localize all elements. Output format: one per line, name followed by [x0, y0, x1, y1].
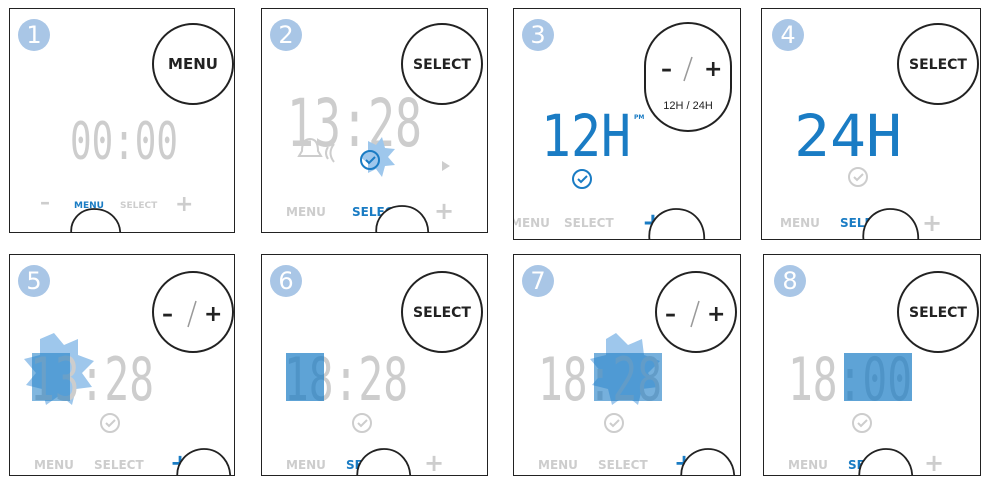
- plus-label: +: [204, 302, 222, 327]
- clock-display: 13:28: [287, 85, 422, 162]
- timer-icon: [849, 168, 867, 186]
- minus-label: –: [661, 57, 672, 82]
- step-number: 4: [780, 21, 795, 49]
- select-label: SELECT: [120, 201, 158, 211]
- play-icon: [442, 161, 450, 171]
- step-panel-3: 3 – + 12H / 24H 12H PM MENU SELECT +: [513, 8, 741, 240]
- plus-label: +: [424, 449, 444, 476]
- clock-display: 12H: [541, 102, 631, 170]
- minus-label: –: [40, 190, 50, 214]
- select-button-label: SELECT: [413, 305, 471, 321]
- step-number: 5: [26, 267, 41, 295]
- timer-icon: [353, 414, 371, 432]
- plus-label: +: [434, 197, 454, 225]
- step-panel-8: 8 SELECT 18:00 MENU SELECT +: [763, 254, 981, 476]
- plus-label: +: [175, 192, 193, 217]
- plus-label: +: [922, 209, 942, 237]
- plus-label: +: [924, 449, 944, 476]
- menu-label: MENU: [34, 458, 74, 472]
- finger-icon: [71, 209, 120, 233]
- step-number: 8: [782, 267, 797, 295]
- clock-display: 00:00: [70, 112, 178, 172]
- select-label: SELECT: [598, 458, 648, 472]
- menu-label: MENU: [780, 216, 820, 230]
- timer-icon: [605, 414, 623, 432]
- finger-icon: [357, 449, 410, 476]
- select-button-label: SELECT: [909, 305, 967, 321]
- step-panel-7: 7 – + 18:28 MENU SELECT +: [513, 254, 741, 476]
- step-panel-5: 5 – + 13:28 MENU SELECT +: [9, 254, 235, 476]
- step-panel-4: 4 SELECT 24H MENU SELECT +: [761, 8, 981, 240]
- menu-label: MENU: [286, 205, 326, 219]
- menu-button-label: MENU: [168, 55, 218, 73]
- menu-label: MENU: [513, 216, 550, 230]
- hour-segment-active: [286, 353, 324, 401]
- finger-icon: [863, 209, 918, 240]
- minus-label: –: [665, 302, 676, 327]
- timer-icon: [853, 414, 871, 432]
- plus-label: +: [704, 57, 722, 82]
- step-number: 1: [26, 21, 41, 49]
- select-label: SELECT: [94, 458, 144, 472]
- pm-indicator: PM: [634, 114, 644, 121]
- mode-label: 12H / 24H: [663, 100, 713, 112]
- plus-label: +: [707, 302, 725, 327]
- timer-icon: [101, 414, 119, 432]
- menu-label: MENU: [538, 458, 578, 472]
- timer-icon: [573, 170, 591, 188]
- step-panel-1: 1 MENU 00:00 – MENU SELECT +: [9, 8, 235, 233]
- minute-segment-active: [844, 353, 912, 401]
- step-number: 6: [278, 267, 293, 295]
- select-button-label: SELECT: [909, 57, 967, 73]
- step-panel-2: 2 13:28 SELECT MENU SELECT +: [261, 8, 488, 233]
- select-button-label: SELECT: [413, 57, 471, 73]
- step-panel-6: 6 SELECT 18:28 MENU SELECT +: [261, 254, 488, 476]
- hour-highlight: [32, 353, 70, 401]
- menu-label: MENU: [286, 458, 326, 472]
- minus-label: –: [162, 302, 173, 327]
- clock-display: 24H: [794, 102, 902, 170]
- step-number: 7: [530, 267, 545, 295]
- select-label: SELECT: [564, 216, 614, 230]
- step-number: 3: [530, 21, 545, 49]
- minute-highlight: [594, 353, 662, 401]
- menu-label: MENU: [788, 458, 828, 472]
- step-number: 2: [278, 21, 293, 49]
- finger-icon: [859, 449, 912, 476]
